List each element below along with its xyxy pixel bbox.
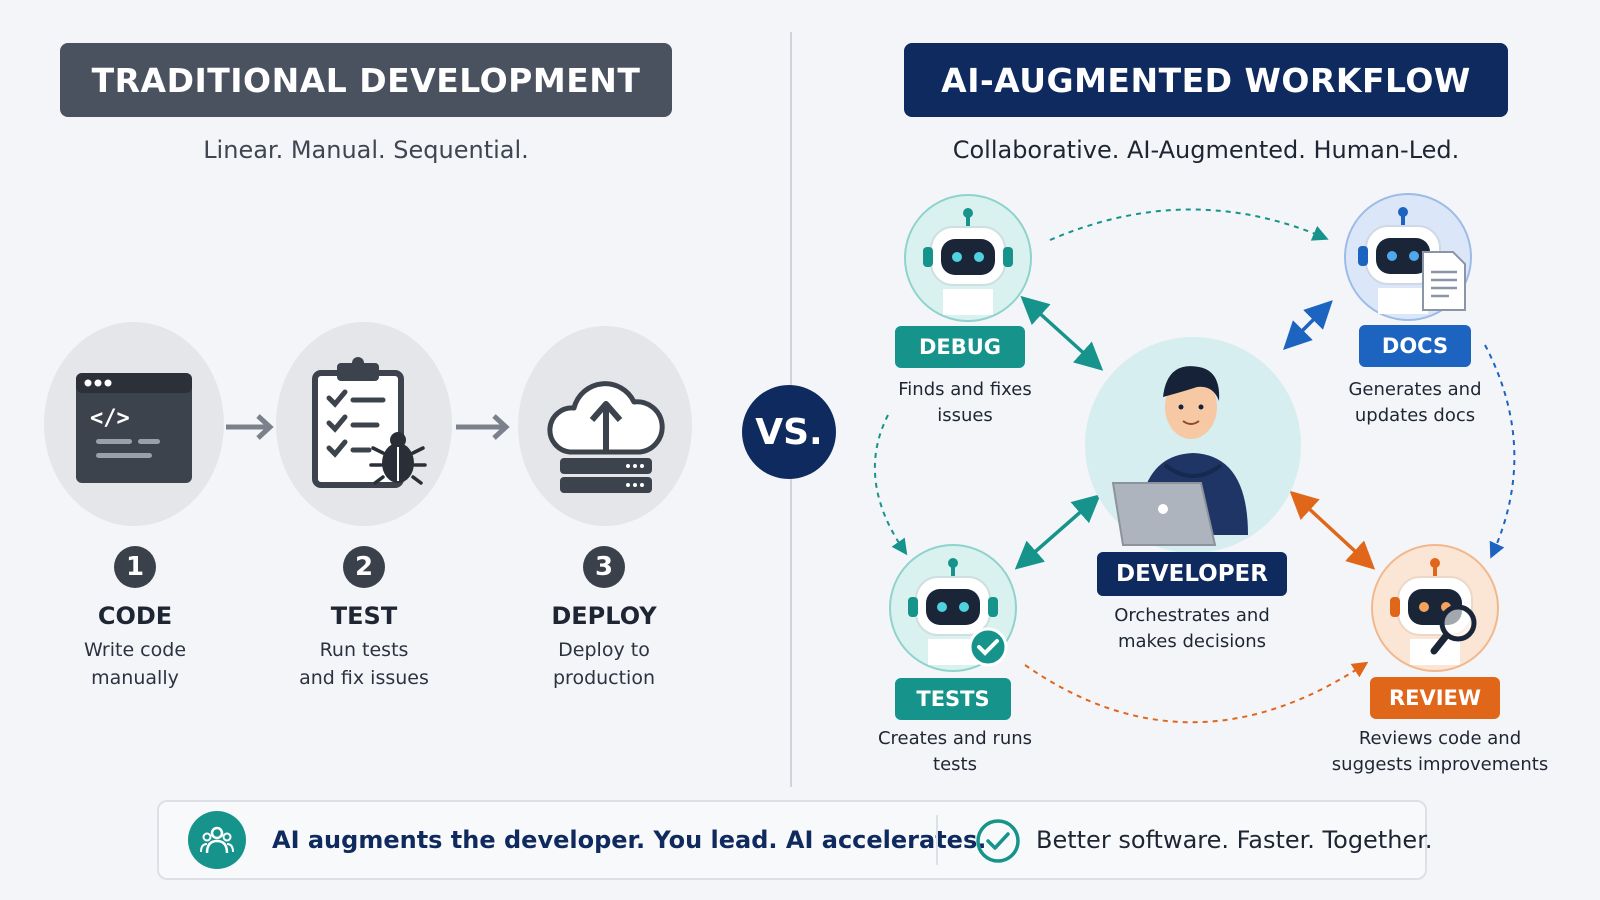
step-desc-test: Run tests and fix issues (254, 636, 474, 692)
step-desc-code: Write code manually (25, 636, 245, 692)
step-title-deploy: DEPLOY (551, 602, 657, 630)
review-badge: REVIEW (1370, 677, 1500, 719)
step-number-1: 1 (114, 546, 156, 588)
check-circle-icon (976, 819, 1020, 863)
traditional-title: TRADITIONAL DEVELOPMENT (91, 60, 641, 100)
ai-title: AI-AUGMENTED WORKFLOW (941, 60, 1471, 100)
developer-badge: DEVELOPER (1097, 552, 1287, 596)
agent-desc-line: Creates and runs (877, 728, 1033, 749)
debug-badge: DEBUG (895, 326, 1025, 368)
agent-desc-line: tests (933, 754, 977, 775)
step-desc-deploy: Deploy to production (494, 636, 714, 692)
docs-robot-icon (1344, 193, 1472, 321)
developer-desc: Orchestrates and makes decisions (1092, 603, 1292, 655)
agent-desc-line: issues (937, 405, 993, 426)
ai-subtitle: Collaborative. AI-Augmented. Human-Led. (952, 136, 1460, 164)
tests-robot-icon (889, 544, 1017, 672)
debug-robot-icon (904, 194, 1032, 322)
step-desc-line: production (552, 667, 656, 689)
ai-header: AI-AUGMENTED WORKFLOW (904, 43, 1508, 117)
code-window-icon: </> (76, 373, 192, 483)
agent-desc-line: Finds and fixes (898, 379, 1032, 400)
agent-desc-line: Reviews code and (1358, 728, 1522, 749)
step-desc-line: and fix issues (299, 667, 429, 689)
traditional-header: TRADITIONAL DEVELOPMENT (60, 43, 672, 117)
step-arrow-2 (456, 414, 510, 440)
step-number-3: 3 (583, 546, 625, 588)
developer-avatar-icon (1085, 337, 1301, 553)
tests-desc: Creates and runs tests (855, 726, 1055, 778)
docs-desc: Generates and updates docs (1330, 377, 1500, 429)
step-number-2: 2 (343, 546, 385, 588)
traditional-subtitle: Linear. Manual. Sequential. (203, 136, 529, 164)
review-desc: Reviews code and suggests improvements (1320, 726, 1560, 778)
vs-badge: VS. (742, 385, 836, 479)
review-robot-icon (1371, 544, 1499, 672)
agent-desc-line: Orchestrates and (1114, 605, 1270, 626)
svg-text:</>: </> (90, 406, 130, 431)
footer-message: AI augments the developer. You lead. AI … (272, 826, 987, 854)
footer-divider (936, 815, 938, 865)
tests-badge: TESTS (895, 678, 1011, 720)
cloud-upload-server-icon (547, 381, 665, 493)
footer-bar (157, 800, 1427, 880)
step-title-code: CODE (97, 602, 173, 630)
step-title-test: TEST (330, 602, 398, 630)
clipboard-bug-icon (312, 357, 427, 488)
footer-tagline: Better software. Faster. Together. (1036, 826, 1433, 854)
step-arrow-1 (226, 414, 274, 440)
agent-desc-line: Generates and (1348, 379, 1482, 400)
debug-desc: Finds and fixes issues (880, 377, 1050, 429)
agent-desc-line: updates docs (1354, 405, 1476, 426)
agent-desc-line: makes decisions (1117, 631, 1267, 652)
step-desc-line: Run tests (319, 639, 409, 661)
docs-badge: DOCS (1359, 325, 1471, 367)
step-desc-line: Write code (83, 639, 187, 661)
team-icon (188, 811, 246, 869)
step-desc-line: manually (91, 667, 179, 689)
agent-desc-line: suggests improvements (1331, 754, 1549, 775)
step-desc-line: Deploy to (558, 639, 650, 661)
